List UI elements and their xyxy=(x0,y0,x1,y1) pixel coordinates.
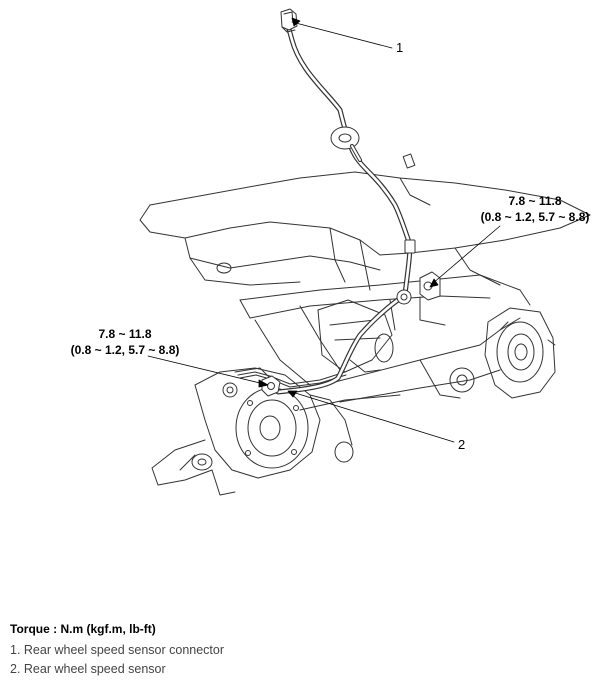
legend: Torque : N.m (kgf.m, lb-ft) 1. Rear whee… xyxy=(10,620,224,679)
torque-spec-upper: 7.8 ~ 11.8 (0.8 ~ 1.2, 5.7 ~ 8.8) xyxy=(470,193,600,225)
clip xyxy=(404,239,416,254)
callout-number-2: 2 xyxy=(458,437,466,452)
torque-value: 7.8 ~ 11.8 xyxy=(98,327,152,341)
torque-value: 7.8 ~ 11.8 xyxy=(508,194,562,208)
torque-value-alt-units: (0.8 ~ 1.2, 5.7 ~ 8.8) xyxy=(480,210,590,224)
callout-number-1: 1 xyxy=(396,40,404,55)
torque-leader-lower xyxy=(147,355,265,385)
wheel-knuckle xyxy=(194,367,354,479)
cable-grommets xyxy=(330,126,416,305)
torque-spec-lower: 7.8 ~ 11.8 (0.8 ~ 1.2, 5.7 ~ 8.8) xyxy=(60,326,190,358)
clip xyxy=(402,153,416,169)
grommet xyxy=(330,126,362,162)
leader-line-1 xyxy=(291,21,393,49)
legend-item: 2. Rear wheel speed sensor xyxy=(10,662,166,676)
legend-item: 1. Rear wheel speed sensor connector xyxy=(10,643,225,657)
leader-lines xyxy=(147,17,501,443)
subframe xyxy=(239,274,531,386)
wheel-speed-sensor xyxy=(261,375,281,397)
legend-title: Torque : N.m (kgf.m, lb-ft) xyxy=(10,622,156,636)
shock-absorber xyxy=(317,299,394,373)
rear-suspension-illustration xyxy=(139,8,591,496)
torque-value-alt-units: (0.8 ~ 1.2, 5.7 ~ 8.8) xyxy=(70,343,180,357)
sensor-connector xyxy=(280,8,298,33)
torque-leader-upper xyxy=(431,225,501,285)
rear-bushing xyxy=(484,307,556,399)
leader-line-2 xyxy=(291,391,455,443)
body-panel xyxy=(139,171,591,291)
clip xyxy=(396,289,412,305)
trailing-arm xyxy=(151,439,236,496)
bracket-bolt xyxy=(419,271,441,301)
